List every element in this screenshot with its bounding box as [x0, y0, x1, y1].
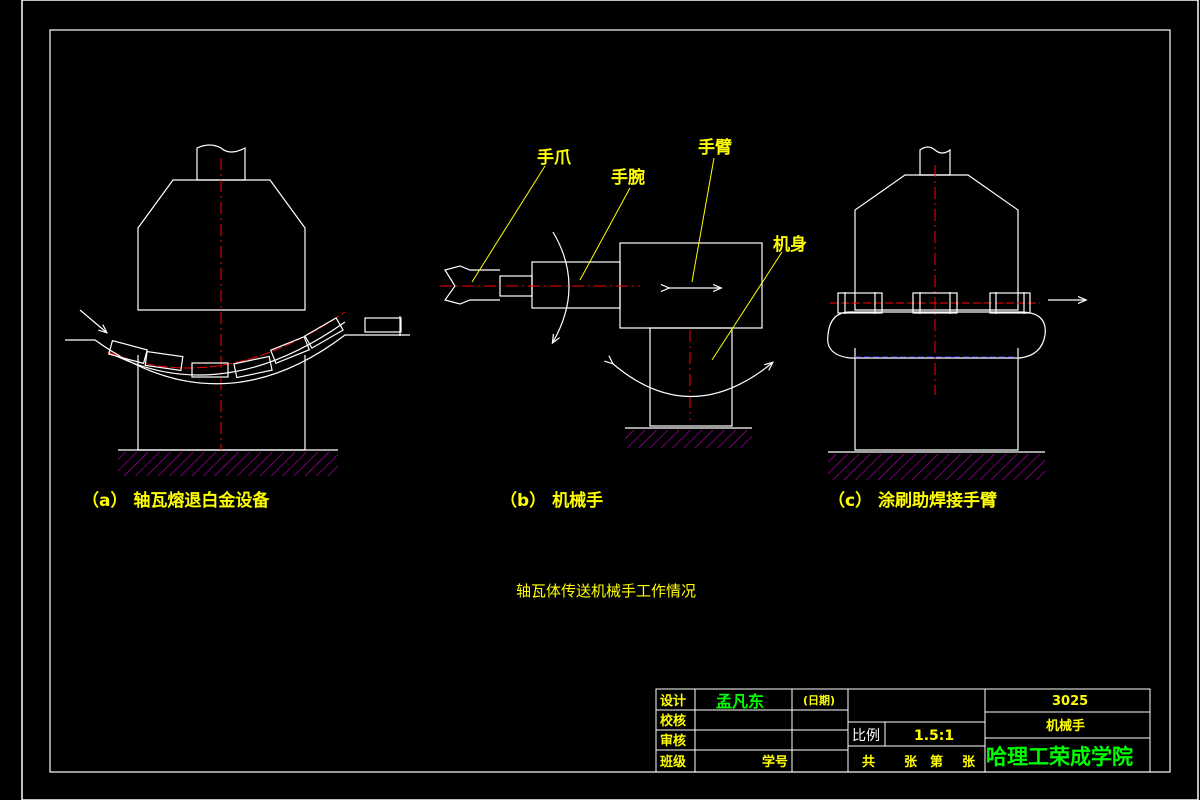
- figure-c: [827, 146, 1085, 480]
- caption-c: （c） 涂刷助焊接手臂: [828, 490, 997, 511]
- label-claw: 手爪: [537, 147, 572, 168]
- figure-a: [65, 144, 410, 476]
- tb-class-label: 班级: [660, 754, 687, 770]
- outer-frame: [21, 0, 1199, 800]
- tb-institution: 哈理工荣成学院: [986, 745, 1133, 769]
- tb-scale-label: 比例: [852, 728, 880, 744]
- tb-drawing-name: 机械手: [1046, 718, 1085, 734]
- tb-sheet-unit1: 张: [904, 755, 918, 770]
- tb-sheet-total: 共: [862, 754, 875, 770]
- tb-check-label: 校核: [660, 713, 686, 729]
- title-block-text: 设计 孟凡东 (日期) 校核 审核 班级 学号 比例 1.5:1 共 张 第 张…: [660, 692, 1133, 770]
- tb-student-id-label: 学号: [762, 754, 788, 770]
- inner-frame: [49, 29, 1171, 773]
- figure-b: [440, 231, 772, 448]
- tb-sheet-nth: 第: [930, 754, 943, 770]
- title-block: [655, 688, 1151, 773]
- tb-drawing-no: 3025: [1052, 694, 1088, 709]
- leader-lines: [471, 157, 783, 361]
- label-wrist: 手腕: [611, 167, 645, 188]
- caption-b: （b） 机械手: [500, 490, 603, 511]
- tb-review-label: 审核: [660, 733, 686, 749]
- tb-design-label: 设计: [660, 693, 686, 709]
- label-arm: 手臂: [698, 137, 732, 158]
- tb-date-label: (日期): [803, 693, 835, 707]
- caption-a: （a） 轴瓦熔退白金设备: [82, 490, 270, 511]
- label-body: 机身: [773, 234, 807, 255]
- tb-sheet-unit2: 张: [962, 755, 976, 770]
- tb-designer: 孟凡东: [716, 692, 764, 711]
- figure-title: 轴瓦体传送机械手工作情况: [516, 582, 696, 600]
- tb-scale-value: 1.5:1: [914, 728, 954, 744]
